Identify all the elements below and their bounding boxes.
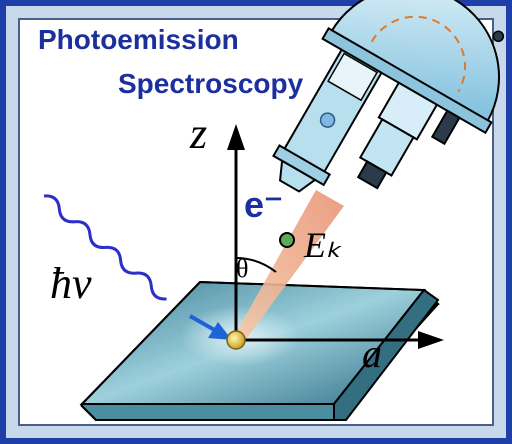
title-line-1: Photoemission bbox=[38, 24, 239, 55]
z-axis-label: z bbox=[190, 109, 208, 158]
title-line-2: Spectroscopy bbox=[118, 68, 304, 99]
slab-side-face bbox=[333, 288, 440, 421]
theta-label: θ bbox=[236, 254, 249, 283]
a-axis-arrowhead bbox=[418, 331, 444, 349]
hemispherical-analyzer-icon bbox=[272, 0, 505, 193]
photon-arrow bbox=[189, 314, 232, 340]
wavy-photon-icon bbox=[43, 194, 167, 301]
z-axis-arrowhead bbox=[227, 124, 245, 150]
slab-front-face bbox=[81, 403, 335, 421]
theta-arc bbox=[235, 257, 277, 273]
kinetic-energy-label: Eₖ bbox=[304, 225, 342, 265]
electron-particle bbox=[279, 232, 295, 248]
a-axis-label: a bbox=[362, 331, 382, 376]
emission-spot bbox=[226, 330, 246, 350]
photon-energy-label: ħν bbox=[50, 259, 92, 308]
photoelectron-beam bbox=[232, 190, 344, 342]
electron-label: e⁻ bbox=[244, 184, 284, 225]
